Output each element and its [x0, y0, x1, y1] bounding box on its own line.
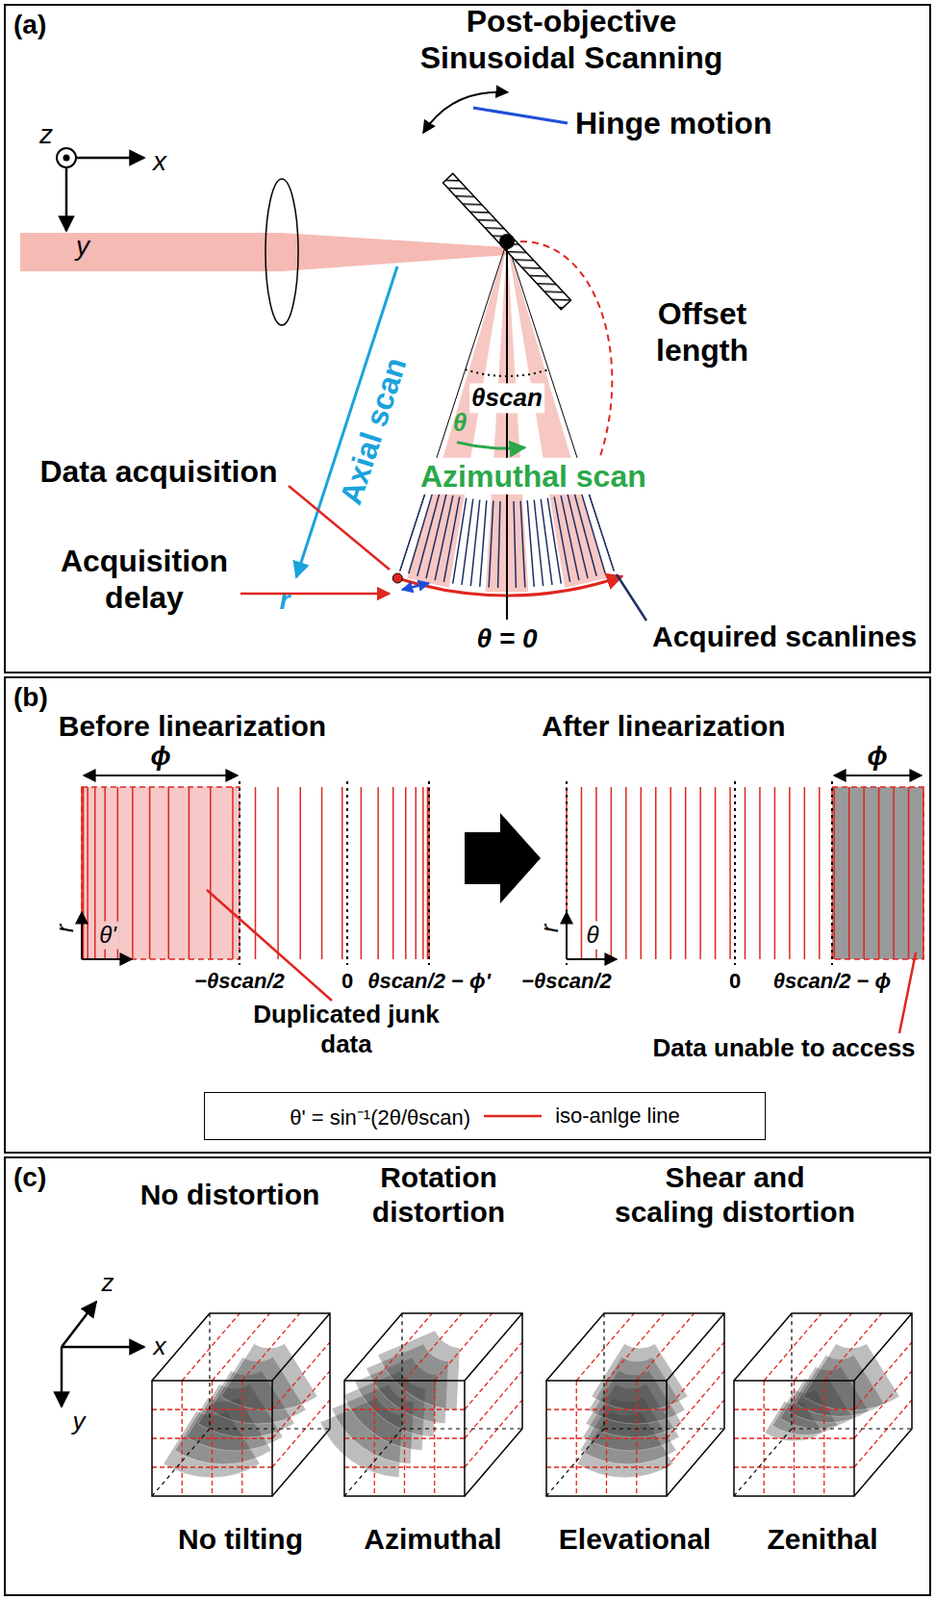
tick-label: 0 — [727, 968, 743, 994]
case-label: Elevational — [556, 1521, 713, 1557]
tick-label: −θscan/2 — [519, 968, 614, 994]
angle-label: θ = 0 — [474, 622, 539, 656]
column-title: No distortion — [131, 1177, 329, 1213]
axis-label: y — [71, 1406, 88, 1437]
axis-label: z — [37, 118, 55, 152]
note-label: Duplicated junk data — [248, 999, 445, 1060]
phase-label: ϕ — [148, 739, 173, 773]
axis-label: θ — [583, 921, 601, 950]
panel-letter: (a) — [13, 9, 47, 41]
panel-letter: (c) — [13, 1162, 47, 1193]
note-label: Data unable to access — [650, 1033, 917, 1063]
title: Post-objective Sinusoidal Scanning — [405, 2, 737, 77]
axis-label: θ' — [97, 921, 119, 950]
case-label: Azimuthal — [361, 1521, 504, 1557]
formula-text: θ' = sin⁻¹(2θ/θscan) — [289, 1101, 471, 1131]
column-title: Rotation distortion — [340, 1160, 537, 1230]
phase-label: ϕ — [864, 739, 889, 773]
legend-text: iso-anlge line — [555, 1103, 681, 1129]
delay-label: Acquisition delay — [17, 542, 272, 617]
panel-letter: (b) — [13, 682, 49, 713]
offset-label: Offset length — [632, 295, 772, 370]
axis-label: y — [74, 229, 92, 263]
radius-label: r — [277, 583, 293, 617]
acquisition-label: Data acquisition — [31, 453, 286, 490]
angle-label: θscan — [469, 382, 545, 413]
scanlines-label: Acquired scanlines — [650, 619, 919, 655]
axis-label: x — [151, 1331, 169, 1362]
axis-label: z — [100, 1267, 117, 1298]
panel-b: (b) θ' = sin⁻¹(2θ/θscan) iso-anlge line — [3, 676, 932, 1154]
legend-line — [483, 1111, 542, 1121]
case-label: No tilting — [176, 1521, 305, 1557]
axis-label: r — [534, 922, 565, 935]
angle-label: θ — [451, 407, 470, 438]
axis-label: x — [151, 145, 169, 178]
subtitle: Before linearization — [56, 708, 329, 744]
formula-box: θ' = sin⁻¹(2θ/θscan) iso-anlge line — [203, 1091, 766, 1140]
azimuthal-label: Azimuthal scan — [418, 457, 649, 495]
subtitle: After linearization — [539, 708, 787, 744]
axis-label: r — [50, 922, 80, 935]
tick-label: −θscan/2 — [192, 968, 287, 994]
case-label: Zenithal — [764, 1521, 880, 1557]
tick-label: 0 — [339, 968, 355, 994]
hinge-label: Hinge motion — [573, 104, 774, 142]
tick-label: θscan/2 − ϕ' — [365, 968, 493, 994]
column-title: Shear and scaling distortion — [611, 1160, 860, 1230]
tick-label: θscan/2 − ϕ — [771, 968, 894, 994]
